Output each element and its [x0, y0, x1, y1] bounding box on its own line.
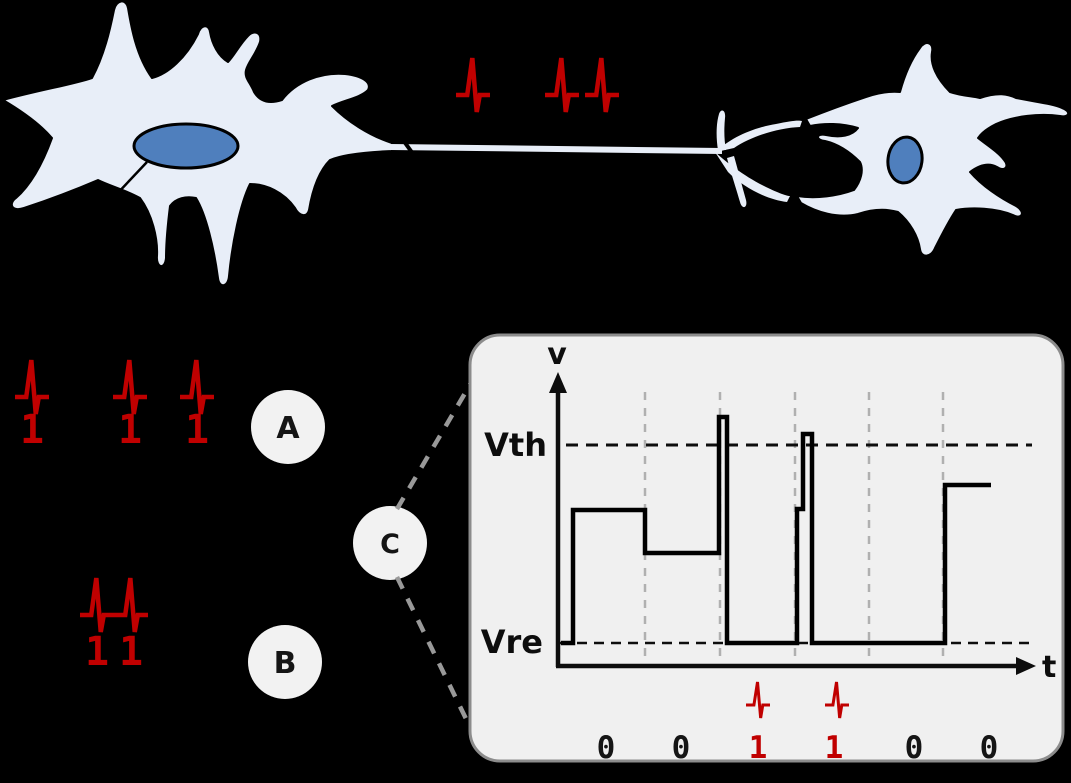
input-b-digit: 1	[119, 629, 143, 675]
axon-terminal-up-spur	[716, 110, 726, 150]
vth-label: Vth	[484, 426, 547, 464]
postsynaptic-neuron	[796, 42, 1070, 257]
axon-terminal-down-spur	[727, 156, 747, 208]
axon-line	[389, 144, 723, 154]
node-a: A	[251, 390, 325, 464]
x-axis-arrowhead	[1016, 657, 1036, 675]
axon-spike	[545, 57, 579, 113]
postsynaptic-nucleus	[886, 135, 924, 185]
axon	[389, 110, 802, 208]
connector-upper-dashed	[395, 381, 473, 511]
axon-spike	[585, 57, 619, 113]
binary-bit: 0	[597, 730, 616, 766]
binary-bit: 0	[672, 730, 691, 766]
vre-label: Vre	[481, 623, 543, 661]
input-b-spike	[114, 577, 148, 633]
binary-bit: 1	[825, 730, 844, 766]
node-b-circle	[248, 625, 322, 699]
axon-break-notch	[401, 138, 418, 160]
axon-terminal-lower-branch	[715, 152, 790, 202]
connector-lower-dashed	[394, 576, 473, 728]
spike-glyph-layer	[15, 57, 619, 633]
input-b-spike	[80, 577, 114, 633]
postsynaptic-neuron-body	[796, 42, 1070, 257]
input-a-spike	[15, 359, 49, 415]
node-b: B	[248, 625, 322, 699]
binary-bit: 1	[749, 730, 768, 766]
presynaptic-nucleus	[132, 122, 240, 170]
input-a-spike	[180, 359, 214, 415]
y-axis-arrowhead	[549, 372, 567, 393]
presynaptic-neuron	[2, 0, 393, 287]
input-a-digit: 1	[118, 407, 142, 453]
output-spike-layer	[746, 681, 849, 719]
panel-background	[468, 333, 1065, 763]
axon-terminal-upper-branch	[716, 120, 802, 152]
membrane-potential-panel: v t Vth Vre 0 0 1 1 0 0	[468, 333, 1065, 766]
output-spike	[825, 681, 849, 719]
node-a-circle	[251, 390, 325, 464]
input-a-digit: 1	[20, 407, 44, 453]
axon-spike	[456, 57, 490, 113]
membrane-potential-trace	[561, 414, 991, 646]
node-c: C	[353, 506, 427, 580]
node-c-circle	[353, 506, 427, 580]
node-c-label: C	[380, 529, 400, 560]
binary-bit: 0	[980, 730, 999, 766]
node-b-label: B	[274, 646, 297, 681]
node-a-label: A	[276, 411, 300, 446]
axon-hillock-line	[113, 161, 148, 198]
v-axis-label: v	[547, 337, 567, 372]
input-a-digit: 1	[185, 407, 209, 453]
input-b-digit: 1	[85, 629, 109, 675]
binary-code-row: 0 0 1 1 0 0	[597, 730, 999, 766]
t-axis-label: t	[1042, 650, 1056, 685]
binary-bit: 0	[905, 730, 924, 766]
output-spike	[746, 681, 770, 719]
input-a-spike	[113, 359, 147, 415]
